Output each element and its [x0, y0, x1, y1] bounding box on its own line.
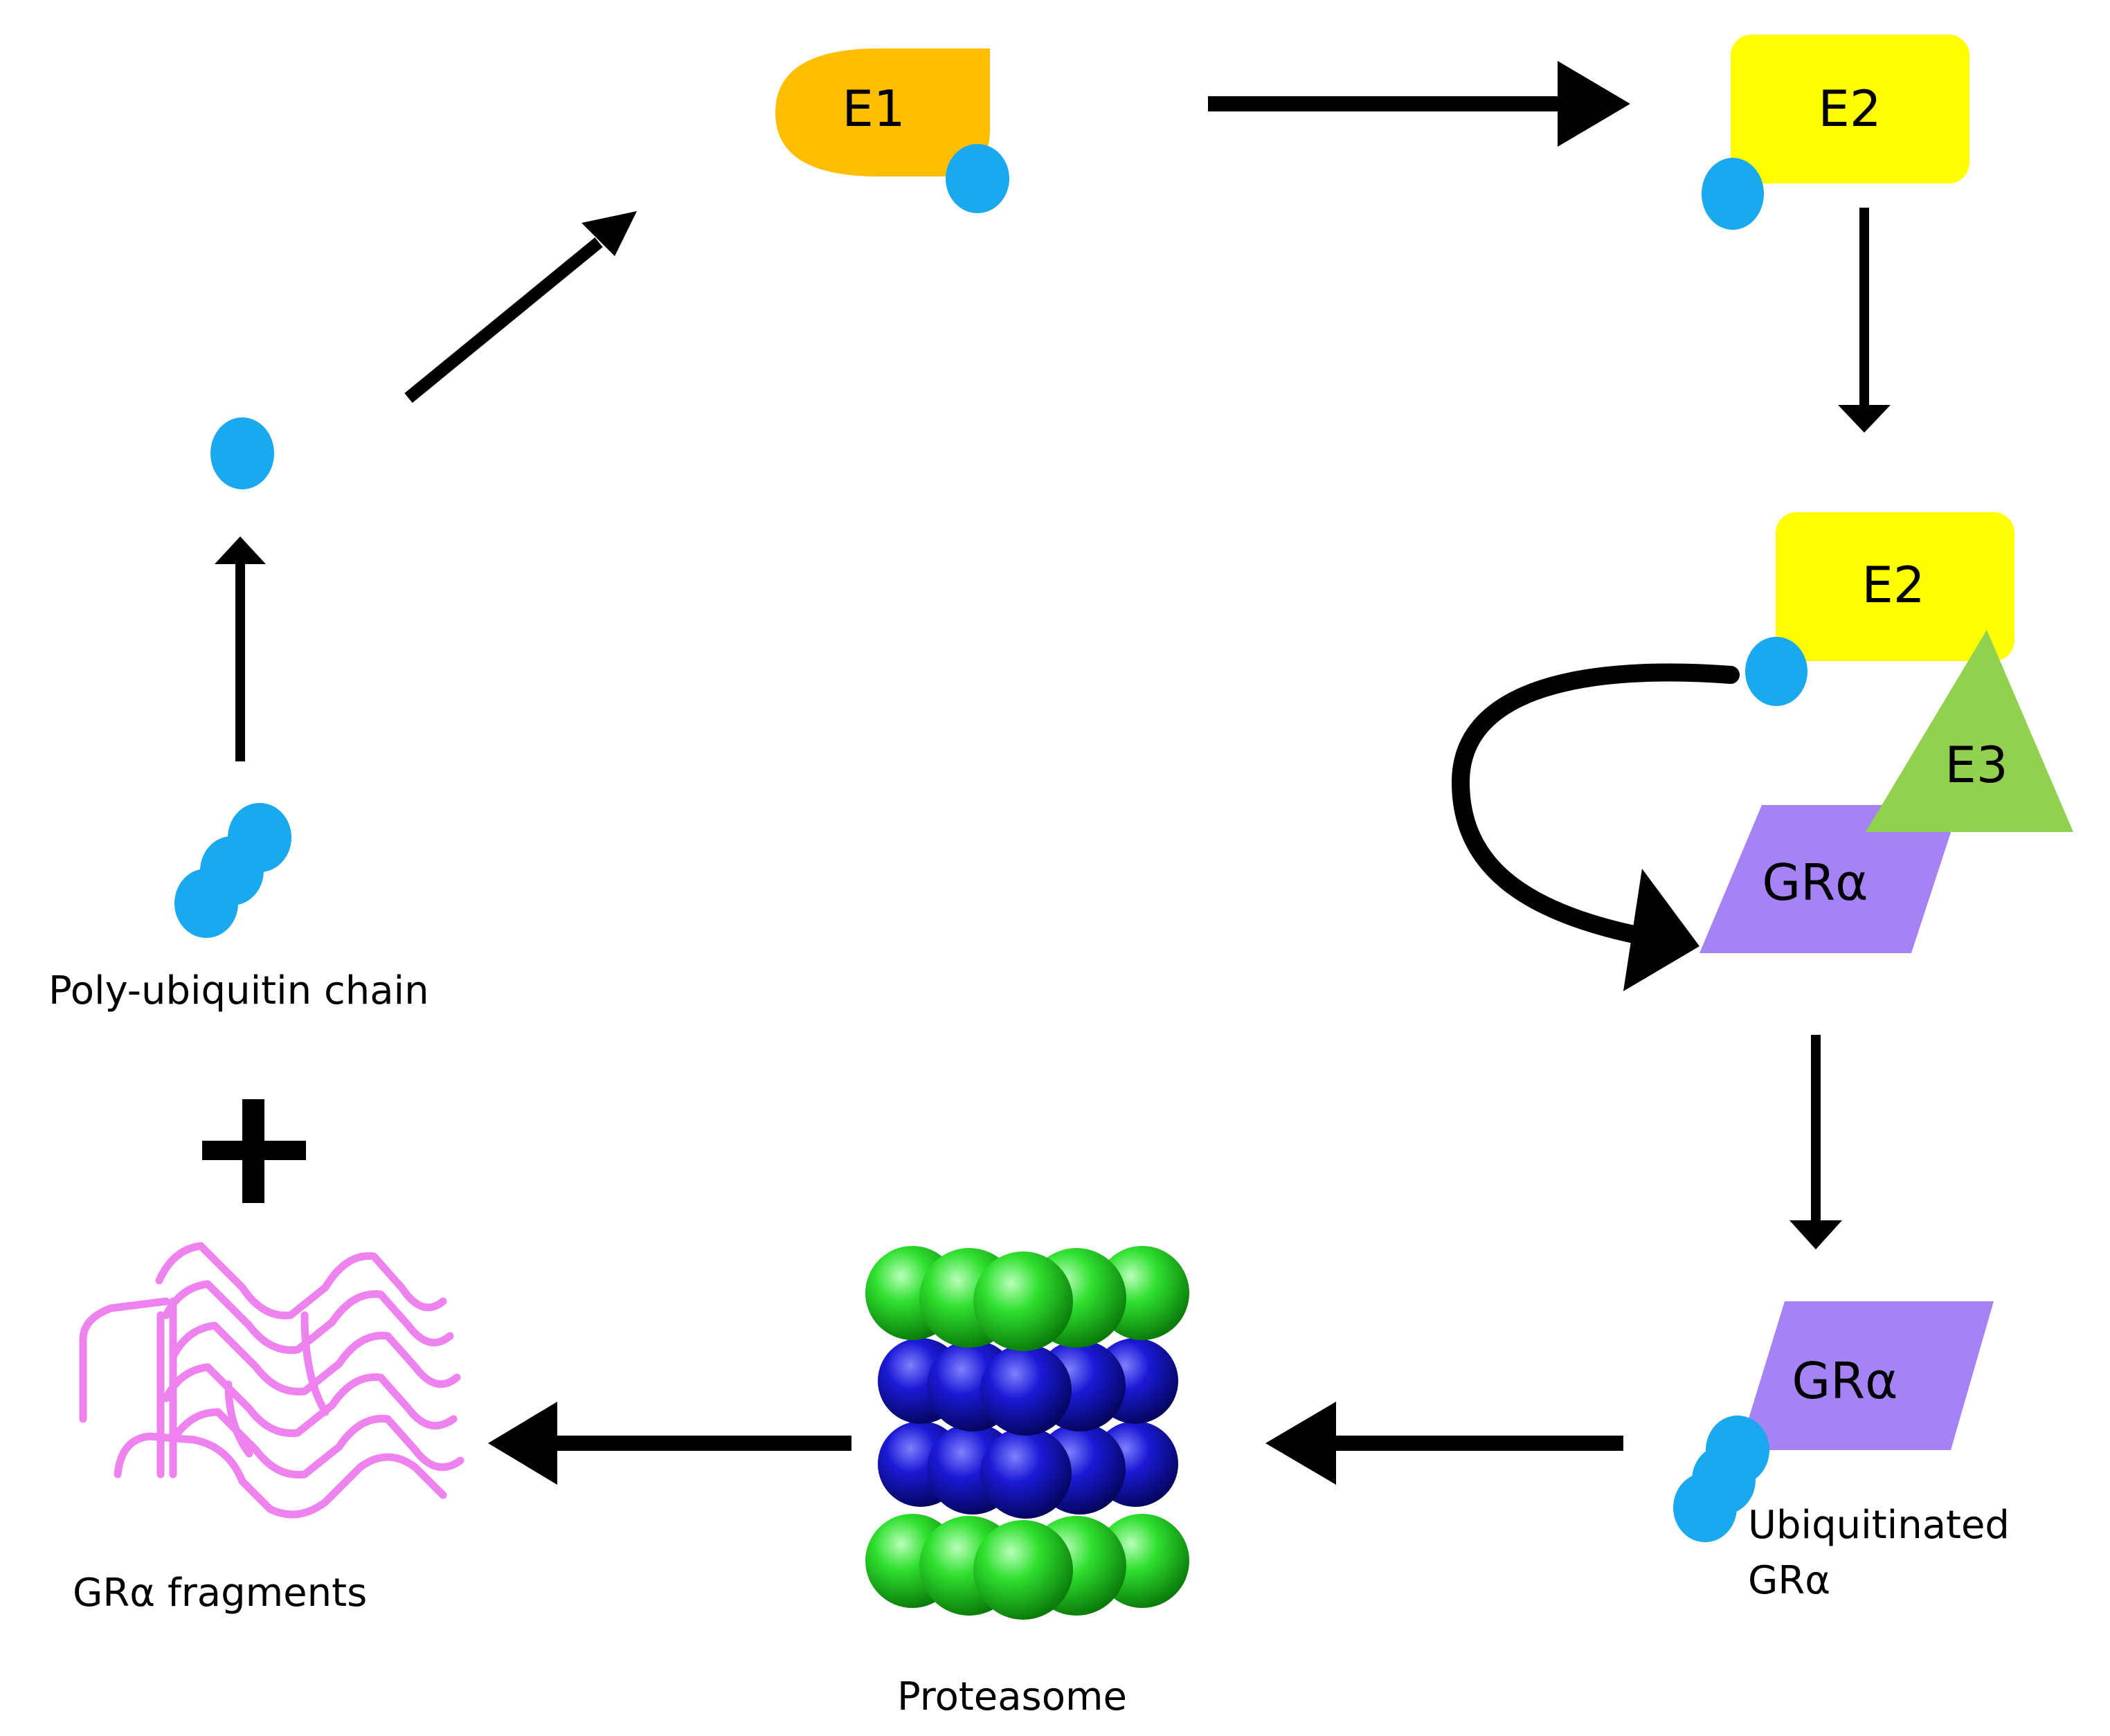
proteasome-caption: Proteasome [897, 1674, 1127, 1719]
gr-complex-label: GRα [1762, 853, 1868, 912]
gr-ubiquitinated-shape [1739, 1301, 1994, 1450]
proteasome-ring-bottom [865, 1514, 1189, 1620]
gr-ubiquitinated-label: GRα [1792, 1352, 1897, 1410]
arrow-e2-to-complex [1838, 208, 1891, 433]
e2-e3-gr-complex: E2 GRα E3 [1699, 512, 2073, 953]
arrow-ubiquitin-to-e1 [404, 211, 637, 403]
poly-ubiquitin-caption: Poly-ubiquitin chain [48, 968, 429, 1013]
e1-ubiquitin [946, 144, 1009, 213]
e1-label: E1 [842, 80, 905, 138]
free-ubiquitin [210, 417, 274, 489]
poly-ubiquitin-chain [174, 803, 291, 938]
proteasome-ring-lower-inner [878, 1421, 1178, 1519]
e2-top-label: E2 [1818, 80, 1881, 138]
e2-top-ubiquitin [1702, 158, 1764, 230]
proteasome-ring-top [865, 1246, 1189, 1351]
proteasome-ring-upper-inner [878, 1338, 1178, 1436]
curved-transfer-arrow [1451, 663, 1740, 991]
e3-ligase [1866, 630, 2073, 832]
e2-enzyme-top: E2 [1702, 35, 1969, 230]
ubiquitinated-gr: GRα Ubiquitinated GRα [1673, 1301, 2010, 1603]
arrow-to-fragments [488, 1402, 851, 1485]
proteasome: Proteasome [865, 1246, 1189, 1719]
plus-icon [202, 1099, 306, 1203]
gr-complex-shape [1699, 805, 1960, 953]
e1-enzyme: E1 [775, 48, 1009, 213]
e2-enzyme-complex [1776, 512, 2014, 661]
gr-fragments [79, 1242, 465, 1519]
arrow-to-proteasome [1265, 1402, 1623, 1485]
e3-label: E3 [1945, 736, 2008, 794]
e2-complex-label: E2 [1861, 556, 1924, 614]
arrow-e1-to-e2 [1208, 61, 1630, 147]
fragments-caption: GRα fragments [73, 1571, 367, 1616]
arrow-complex-to-ubiquitinated [1789, 1035, 1842, 1249]
ubiquitinated-caption-line1: Ubiquitinated [1748, 1503, 2010, 1548]
arrow-chain-to-ubiquitin [215, 536, 266, 761]
ubiquitinated-chain [1673, 1416, 1769, 1542]
ubiquitinated-caption-line2: GRα [1748, 1558, 1830, 1603]
complex-ubiquitin [1745, 637, 1807, 706]
